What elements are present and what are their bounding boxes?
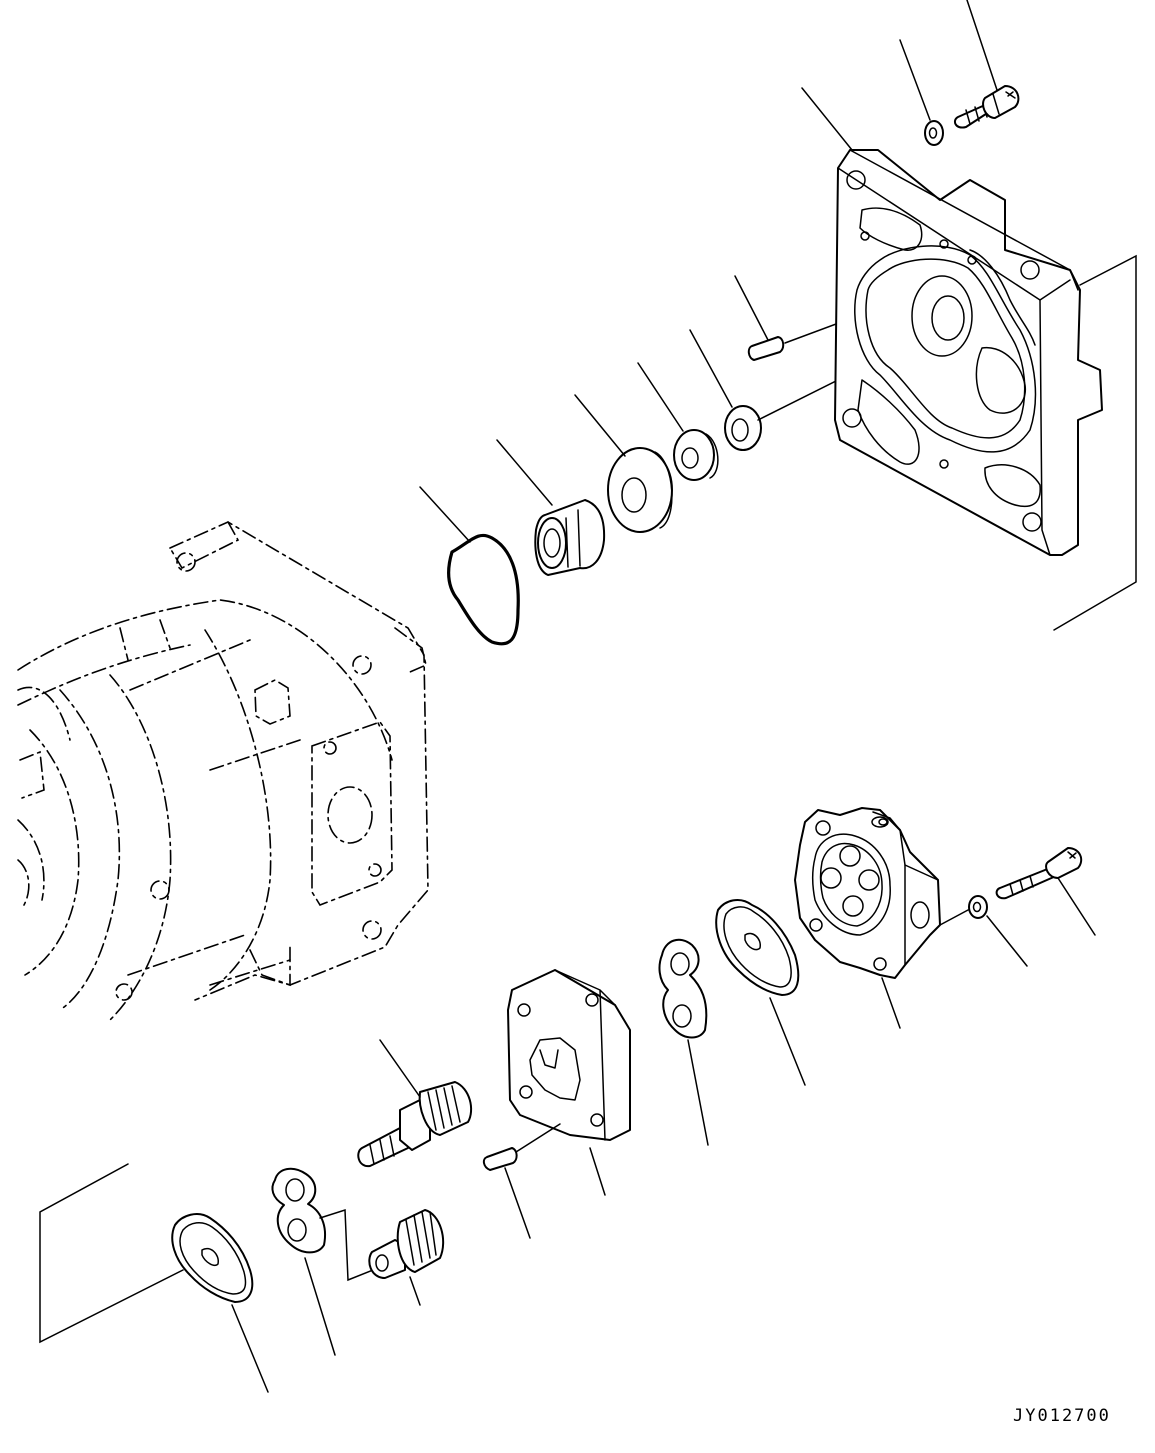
washer-small <box>725 406 761 450</box>
wear-plate-upper <box>660 940 707 1038</box>
group-bracket-lower <box>40 1164 183 1342</box>
o-ring-large <box>449 535 519 643</box>
rear-cover <box>795 808 940 978</box>
gasket-lower <box>172 1214 252 1302</box>
bolt-long <box>997 848 1082 898</box>
drawing-reference-code: JY012700 <box>1013 1406 1111 1426</box>
thrust-plate <box>608 448 672 532</box>
pump-body-phantom <box>18 522 428 1020</box>
bushing <box>535 500 604 575</box>
driven-gear <box>369 1210 443 1278</box>
washer-top <box>925 121 943 145</box>
drive-gear-shaft <box>358 1082 471 1166</box>
cover-plate <box>835 150 1102 555</box>
dowel-pin-lower <box>484 1148 517 1170</box>
washer-lower <box>969 896 987 918</box>
group-bracket-upper <box>1054 256 1136 630</box>
wear-plate-lower <box>272 1169 325 1253</box>
gasket-upper <box>716 900 798 995</box>
bolt-top <box>955 86 1018 128</box>
seal-ring <box>674 430 718 480</box>
dowel-pin-upper <box>749 337 783 360</box>
gear-housing <box>508 970 630 1140</box>
